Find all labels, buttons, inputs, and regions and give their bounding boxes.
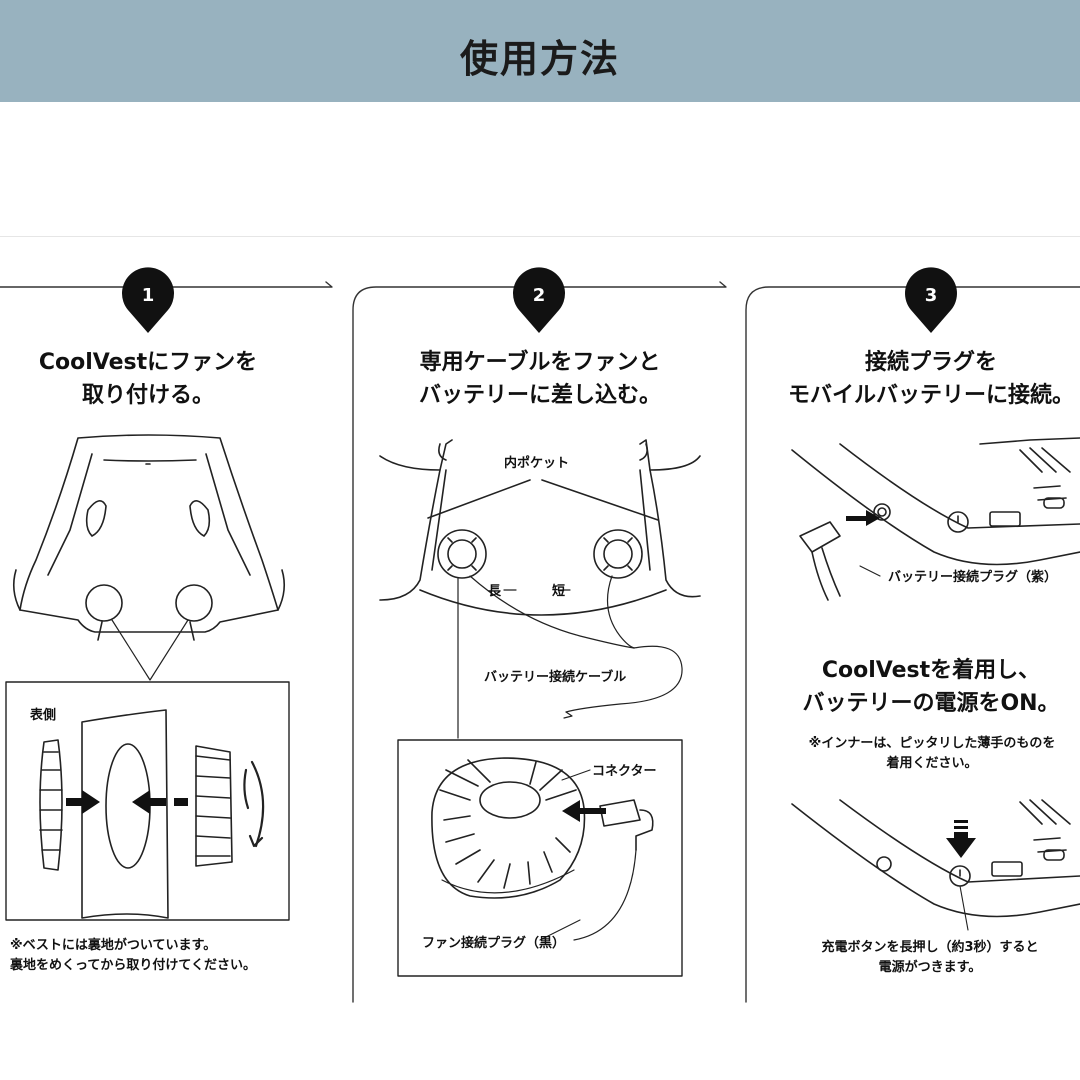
step-3-title: 接続プラグを モバイルバッテリーに接続。 — [788, 346, 1074, 412]
label-inner-pocket: 内ポケット — [504, 456, 570, 471]
step-1-badge — [122, 267, 175, 333]
label-connector: コネクター — [592, 764, 657, 779]
label-battery-cable: バッテリー接続ケーブル — [484, 670, 627, 685]
battery-illustration-1 — [791, 437, 1080, 601]
step-3-subtitle-line-2: バッテリーの電源をON。 — [802, 691, 1060, 716]
step-3-badge — [905, 267, 957, 333]
step-1-callout — [111, 619, 189, 681]
step-1-note-line-1: ※ベストには裏地がついています。 — [10, 938, 217, 953]
step-3-bottom-note-line-1: 充電ボタンを長押し（約3秒）すると — [821, 940, 1039, 955]
header-divider — [0, 236, 1080, 237]
step-1-title: CoolVestにファンを 取り付ける。 — [39, 346, 257, 412]
page-header: 使用方法 — [0, 0, 1080, 102]
press-arrow — [946, 820, 976, 858]
step-2-leaders — [539, 769, 591, 941]
step-1-title-line-2: 取り付ける。 — [81, 383, 214, 408]
fan-cables — [469, 575, 683, 719]
push-arrows — [66, 790, 188, 814]
label-long: 長 — [488, 584, 502, 599]
step-3-subtitle-line-1: CoolVestを着用し、 — [821, 658, 1041, 683]
step-3-bottom-note: 充電ボタンを長押し（約3秒）すると 電源がつきます。 — [821, 938, 1038, 978]
step-3-title-line-1: 接続プラグを — [864, 350, 998, 375]
step-3-title-line-2: モバイルバッテリーに接続。 — [787, 383, 1075, 408]
step-2-title: 専用ケーブルをファンと バッテリーに差し込む。 — [419, 346, 661, 412]
step-2-badge — [513, 267, 566, 333]
step-2-title-line-1: 専用ケーブルをファンと — [419, 350, 661, 375]
step-1-note: ※ベストには裏地がついています。 裏地をめくってから取り付けてください。 — [10, 936, 256, 976]
plug-arrow — [846, 510, 880, 526]
step-3-inner-note-line-1: ※インナーは、ピッタリした薄手のものを — [808, 736, 1056, 751]
step-3-leader — [859, 565, 881, 577]
label-front-side: 表側 — [30, 708, 57, 723]
label-short: 短 — [552, 584, 566, 599]
battery-illustration-2 — [791, 799, 1080, 931]
step-panel-frames — [0, 281, 1080, 1003]
step-2-detail-box — [397, 739, 683, 977]
step-1-title-line-1: CoolVestにファンを — [38, 350, 258, 375]
step-1-number: 1 — [141, 285, 155, 306]
step-3-inner-note: ※インナーは、ピッタリした薄手のものを 着用ください。 — [809, 734, 1056, 774]
step-2-number: 2 — [532, 285, 546, 306]
vest-inner-illustration — [379, 439, 701, 616]
vest-illustration — [12, 434, 286, 641]
fan-connector-detail — [431, 757, 654, 941]
insert-arrow — [562, 800, 606, 822]
page-title: 使用方法 — [459, 36, 620, 81]
step-2-title-line-2: バッテリーに差し込む。 — [418, 383, 662, 408]
step-3-bottom-note-line-2: 電源がつきます。 — [878, 960, 982, 975]
label-fan-plug: ファン接続プラグ（黒） — [422, 936, 566, 951]
step-1-note-line-2: 裏地をめくってから取り付けてください。 — [10, 958, 256, 973]
step-1-detail-box — [5, 681, 290, 921]
label-battery-plug: バッテリー接続プラグ（紫） — [888, 570, 1058, 585]
step-3-inner-note-line-2: 着用ください。 — [886, 756, 978, 771]
step-3-number: 3 — [924, 285, 938, 306]
fan-mounting-detail — [39, 709, 265, 919]
step-badges — [122, 267, 957, 333]
step-3-subtitle: CoolVestを着用し、 バッテリーの電源をON。 — [802, 654, 1059, 720]
